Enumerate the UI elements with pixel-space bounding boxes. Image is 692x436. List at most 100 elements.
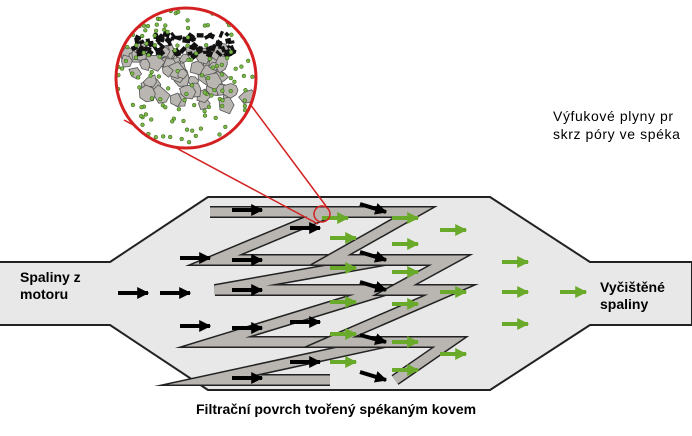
gas-particle: [179, 136, 184, 142]
gas-particle: [181, 118, 186, 124]
description-note-line2: skrz póry ve spéka: [553, 126, 681, 142]
gas-particle: [143, 112, 149, 117]
gas-particle: [217, 132, 222, 137]
gas-particle: [232, 79, 237, 84]
gas-particle: [202, 113, 208, 118]
gas-particle: [122, 127, 128, 132]
gas-particle: [239, 64, 244, 69]
gas-particle: [250, 74, 255, 79]
description-note-line1: Výfukové plyny pr: [553, 108, 674, 124]
gas-particle: [130, 102, 136, 108]
gas-particle: [185, 35, 191, 40]
magnified-view: [114, 6, 258, 150]
outlet-label: Vyčištěné spaliny: [600, 279, 665, 313]
gas-particle: [146, 52, 151, 58]
gas-particle: [225, 55, 230, 61]
soot-particle: [205, 45, 214, 53]
zoom-target-circle: [313, 205, 331, 223]
gas-particle: [185, 25, 191, 31]
gas-particle: [246, 142, 251, 147]
gas-particle: [192, 102, 197, 108]
gas-particle: [210, 65, 215, 70]
gas-particle: [118, 116, 123, 121]
soot-particle: [187, 51, 193, 56]
gas-particle: [149, 96, 155, 101]
gas-particle: [118, 121, 123, 126]
gas-particle: [240, 19, 246, 24]
gas-particle: [250, 117, 255, 122]
gas-particle: [154, 22, 159, 27]
gas-particle: [228, 88, 233, 94]
gas-particle: [118, 112, 123, 118]
gas-particle: [199, 73, 205, 78]
soot-particle: [156, 33, 165, 42]
gas-particle: [161, 134, 166, 139]
gas-particle: [141, 15, 146, 20]
black-arrow-icon-group: [118, 202, 388, 384]
gas-particle: [202, 90, 207, 95]
soot-particle: [215, 49, 223, 57]
gas-particle: [124, 12, 129, 17]
gas-particle: [175, 43, 180, 48]
gas-particle: [242, 103, 248, 109]
gas-particle: [246, 58, 251, 63]
gas-particle: [190, 128, 195, 133]
gas-particle: [206, 75, 211, 81]
gas-particle: [152, 43, 158, 48]
gas-particle: [176, 9, 181, 15]
gas-particle: [206, 104, 212, 110]
gas-particle: [137, 85, 142, 90]
gas-particle: [153, 28, 159, 33]
soot-particle: [226, 44, 231, 50]
soot-particle: [209, 33, 216, 40]
gas-particle: [209, 93, 214, 98]
gas-particle: [118, 141, 123, 147]
gas-particle: [220, 88, 225, 93]
inlet-label-line1: Spaliny z: [20, 269, 81, 285]
gas-particle: [148, 73, 153, 78]
gas-particle: [130, 71, 135, 76]
soot-particle: [227, 40, 235, 45]
gas-particle: [241, 73, 247, 79]
gas-particle: [223, 124, 228, 130]
gas-particle: [119, 66, 125, 71]
gas-particle: [221, 139, 226, 144]
gas-particle: [145, 23, 151, 29]
soot-particle: [134, 37, 139, 45]
black-arrow-icon: [359, 280, 388, 293]
gas-particle: [136, 75, 141, 80]
soot-particle: [134, 34, 142, 41]
gas-particle: [194, 51, 199, 56]
black-arrow-icon: [359, 370, 388, 383]
gas-particle: [165, 29, 170, 35]
gas-particle: [158, 97, 163, 102]
outlet-label-line2: spaliny: [600, 296, 649, 312]
inlet-label: Spaliny z motoru: [20, 269, 81, 303]
gas-particle: [185, 43, 190, 48]
gas-particle: [212, 87, 217, 93]
gas-particle: [228, 49, 234, 55]
gas-particle: [163, 23, 168, 28]
gas-particle: [248, 33, 254, 38]
soot-particle: [170, 31, 176, 38]
green-arrow-icon-group: [322, 212, 588, 376]
caption: Filtrační povrch tvořený spékaným kovem: [196, 401, 477, 417]
gas-particle: [162, 27, 167, 32]
gas-particle: [219, 72, 225, 77]
gas-particle: [127, 15, 132, 21]
gas-particle: [133, 55, 139, 60]
gas-particle: [186, 140, 192, 145]
gas-particle: [141, 50, 146, 55]
gas-particle: [219, 62, 224, 68]
gas-particle: [186, 57, 191, 63]
gas-particle: [176, 107, 182, 112]
description-note: Výfukové plyny pr skrz póry ve spéka: [553, 107, 681, 143]
gas-particle: [130, 139, 135, 144]
gas-particle: [229, 32, 234, 37]
gas-particle: [172, 48, 178, 53]
soot-particle: [157, 41, 166, 49]
gas-particle: [144, 41, 149, 46]
metal-grain: [177, 68, 189, 80]
gas-particle: [170, 119, 175, 124]
gas-particle: [124, 33, 129, 38]
